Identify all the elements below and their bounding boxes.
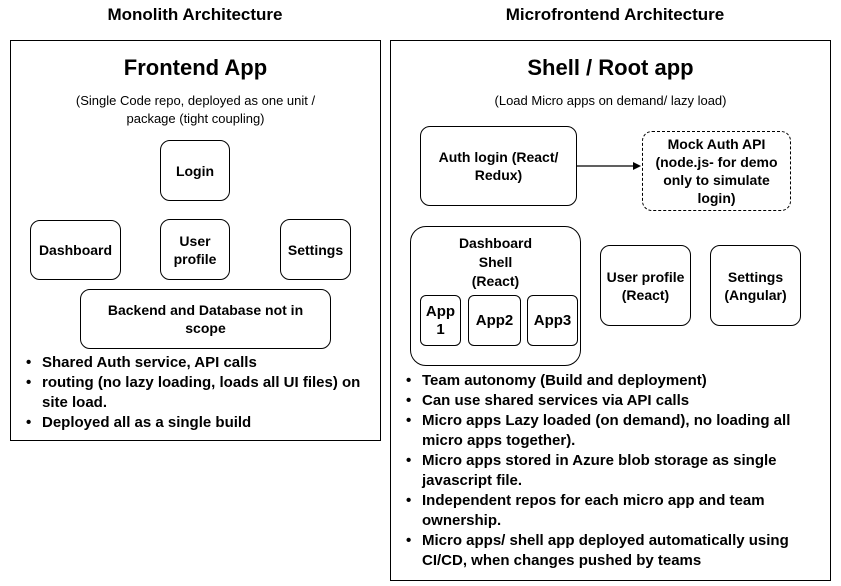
monolith-heading: Monolith Architecture bbox=[107, 5, 283, 24]
microfrontend-bullet: Micro apps Lazy loaded (on demand), no l… bbox=[404, 411, 814, 451]
monolith-bullet: Deployed all as a single build bbox=[24, 413, 369, 433]
backend-box: Backend and Database not in scope bbox=[80, 289, 331, 349]
microfrontend-subtitle: (Load Micro apps on demand/ lazy load) bbox=[494, 93, 727, 108]
microfrontend-bullet: Team autonomy (Build and deployment) bbox=[404, 371, 814, 391]
app1-box: App 1 bbox=[420, 295, 461, 346]
login-label: Login bbox=[175, 162, 215, 179]
microfrontend-title: Shell / Root app bbox=[527, 55, 694, 80]
dashboard-box: Dashboard bbox=[30, 220, 121, 280]
mock-auth-label-line3: only to simulate bbox=[663, 172, 770, 188]
microfrontend-bullet-list: Team autonomy (Build and deployment) Can… bbox=[404, 371, 814, 571]
app3-box: App3 bbox=[527, 295, 578, 346]
app1-label-line1: App bbox=[425, 302, 456, 320]
mock-auth-label-line1: Mock Auth API bbox=[667, 136, 766, 152]
backend-label-line2: scope bbox=[185, 320, 226, 336]
monolith-subtitle-line1: (Single Code repo, deployed as one unit … bbox=[75, 93, 316, 108]
dashboard-shell-label-line3: (React) bbox=[471, 273, 520, 289]
user-profile-box: User profile bbox=[160, 219, 230, 280]
monolith-title: Frontend App bbox=[123, 55, 268, 80]
settings-box: Settings bbox=[280, 219, 351, 280]
mf-settings-box: Settings (Angular) bbox=[710, 245, 801, 326]
user-profile-label-line2: profile bbox=[173, 250, 217, 267]
mf-settings-label-line1: Settings bbox=[727, 268, 784, 285]
login-box: Login bbox=[160, 140, 230, 201]
mock-auth-label-line2: (node.js- for demo bbox=[655, 154, 778, 170]
backend-label-line1: Backend and Database not in bbox=[107, 302, 304, 318]
dashboard-label: Dashboard bbox=[38, 242, 113, 258]
mock-auth-api-box: Mock Auth API (node.js- for demo only to… bbox=[642, 131, 791, 211]
settings-label: Settings bbox=[287, 241, 344, 258]
mf-settings-label-line2: (Angular) bbox=[724, 286, 787, 303]
app2-label: App2 bbox=[475, 311, 514, 329]
monolith-bullet: routing (no lazy loading, loads all UI f… bbox=[24, 373, 369, 413]
microfrontend-bullet: Can use shared services via API calls bbox=[404, 391, 814, 411]
dashboard-shell-title: Dashboard Shell (React) bbox=[411, 234, 580, 291]
auth-to-mock-arrow bbox=[577, 162, 641, 170]
monolith-subtitle: (Single Code repo, deployed as one unit … bbox=[10, 92, 381, 128]
microfrontend-bullet: Micro apps/ shell app deployed automatic… bbox=[404, 531, 814, 571]
app2-box: App2 bbox=[468, 295, 521, 346]
dashboard-shell-label-line1: Dashboard bbox=[458, 235, 533, 251]
microfrontend-bullet: Micro apps stored in Azure blob storage … bbox=[404, 451, 814, 491]
app3-label: App3 bbox=[533, 311, 572, 329]
app1-label-line2: 1 bbox=[436, 320, 445, 338]
microfrontend-heading: Microfrontend Architecture bbox=[505, 5, 725, 24]
monolith-bullet: Shared Auth service, API calls bbox=[24, 353, 369, 373]
monolith-bullet-list: Shared Auth service, API calls routing (… bbox=[24, 353, 369, 433]
monolith-subtitle-line2: package (tight coupling) bbox=[126, 111, 265, 126]
user-profile-label-line1: User bbox=[179, 232, 211, 249]
microfrontend-bullet: Independent repos for each micro app and… bbox=[404, 491, 814, 531]
mf-user-profile-label-line2: (React) bbox=[621, 286, 670, 303]
auth-login-box: Auth login (React/ Redux) bbox=[420, 126, 577, 206]
dashboard-shell-label-line2: Shell bbox=[478, 254, 513, 270]
auth-login-label-line1: Auth login (React/ bbox=[438, 149, 559, 165]
mf-user-profile-box: User profile (React) bbox=[600, 245, 691, 326]
auth-login-label-line2: Redux) bbox=[474, 167, 523, 183]
mock-auth-label-line4: login) bbox=[697, 190, 736, 206]
mf-user-profile-label-line1: User profile bbox=[606, 268, 685, 285]
